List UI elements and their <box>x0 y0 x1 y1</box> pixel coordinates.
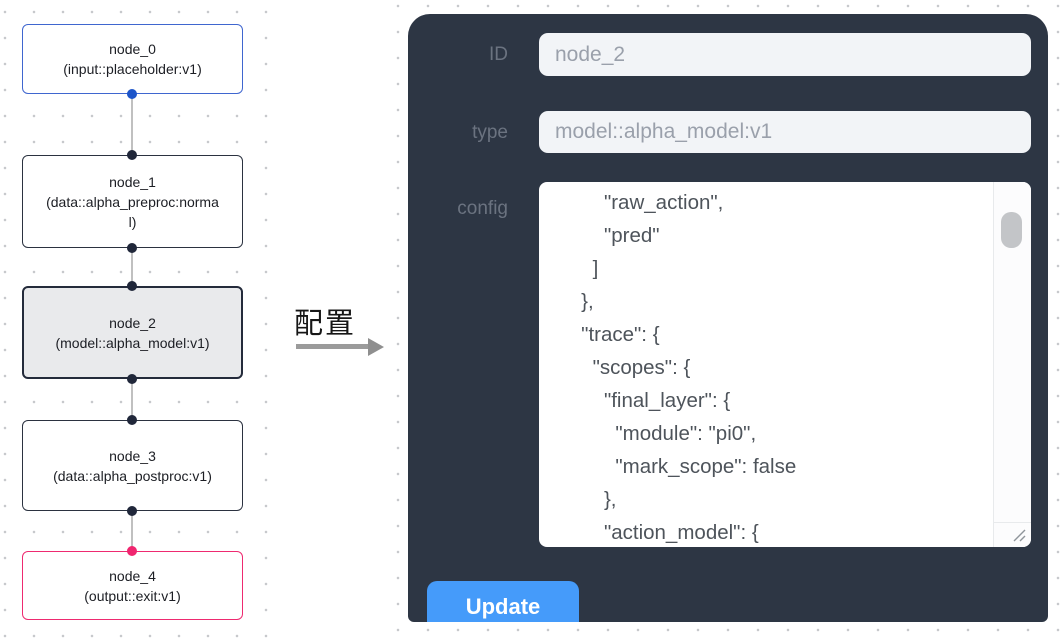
node-config-panel: ID type config "raw_action", "pred" ] },… <box>408 14 1048 622</box>
port-node2-out[interactable] <box>127 374 137 384</box>
port-node3-in[interactable] <box>127 415 137 425</box>
update-button[interactable]: Update <box>427 581 579 622</box>
node-type-label: (input::placeholder:v1) <box>63 61 202 77</box>
port-node4-in[interactable] <box>127 546 137 556</box>
node-title: node_4 <box>109 567 156 584</box>
config-scrollbar-thumb[interactable] <box>1001 212 1022 248</box>
node-type-label: (output::exit:v1) <box>84 587 181 604</box>
config-scroll-corner <box>993 522 1031 547</box>
node-type-label: (data::alpha_postproc:v1) <box>53 467 212 484</box>
node-title: node_0 <box>109 41 156 57</box>
flow-canvas[interactable]: node_0 (input::placeholder:v1) node_1 (d… <box>0 0 280 643</box>
id-field-label: ID <box>489 44 508 65</box>
right-arrow-icon <box>296 344 370 349</box>
edge-node2-node3 <box>131 379 133 420</box>
port-node1-in[interactable] <box>127 150 137 160</box>
config-json-text: "raw_action", "pred" ] }, "trace": { "sc… <box>581 191 797 544</box>
node-title: node_1 <box>109 173 156 190</box>
edge-node1-node2 <box>131 248 133 286</box>
edge-node3-node4 <box>131 511 133 551</box>
port-node0-out[interactable] <box>127 89 137 99</box>
flow-node-node_3[interactable]: node_3 (data::alpha_postproc:v1) <box>22 420 243 511</box>
port-node2-in[interactable] <box>127 281 137 291</box>
config-editor[interactable]: "raw_action", "pred" ] }, "trace": { "sc… <box>539 182 1031 547</box>
node-title: node_2 <box>109 314 156 331</box>
editor-canvas: ID type config "raw_action", "pred" ] },… <box>384 0 1062 643</box>
flow-node-node_2[interactable]: node_2 (model::alpha_model:v1) <box>22 286 243 379</box>
resize-handle-icon[interactable] <box>1012 528 1027 543</box>
id-input[interactable] <box>539 33 1031 76</box>
config-field-label: config <box>457 198 508 219</box>
flow-node-node_1[interactable]: node_1 (data::alpha_preproc:normal) <box>22 155 243 248</box>
configure-annotation: 配置 <box>294 308 357 340</box>
flow-node-node_4[interactable]: node_4 (output::exit:v1) <box>22 551 243 620</box>
node-type-label: (data::alpha_preproc:normal) <box>46 193 219 230</box>
node-title: node_3 <box>109 447 156 464</box>
port-node3-out[interactable] <box>127 506 137 516</box>
config-scrollbar-track[interactable] <box>993 182 1031 547</box>
right-arrow-head-icon <box>368 338 384 356</box>
port-node1-out[interactable] <box>127 243 137 253</box>
type-input[interactable] <box>539 111 1031 153</box>
flow-node-node_0[interactable]: node_0 (input::placeholder:v1) <box>22 24 243 94</box>
edge-node0-node1 <box>131 94 133 155</box>
node-type-label: (model::alpha_model:v1) <box>55 334 210 351</box>
type-field-label: type <box>472 122 508 143</box>
